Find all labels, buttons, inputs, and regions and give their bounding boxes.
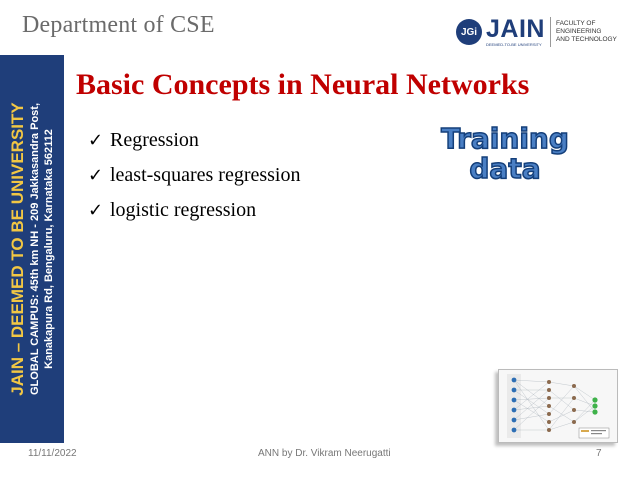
- check-icon: ✓: [88, 130, 104, 151]
- footer-author: ANN by Dr. Vikram Neerugatti: [258, 448, 391, 459]
- bullet-list: ✓ Regression ✓ least-squares regression ✓ l…: [88, 123, 301, 228]
- jain-brand-sub: DEEMED-TO-BE UNIVERSITY: [486, 42, 542, 47]
- sidebar-address-line1: GLOBAL CAMPUS: 45th km NH - 209 Jakkasan…: [29, 103, 41, 395]
- footer-page-number: 7: [596, 448, 602, 459]
- bullet-text: logistic regression: [110, 199, 257, 221]
- university-sidebar: JAIN – DEEMED TO BE UNIVERSITY GLOBAL CA…: [0, 55, 64, 443]
- jgi-badge: JGi: [456, 19, 482, 45]
- bullet-text: Regression: [110, 129, 199, 151]
- jain-wordmark: JAIN DEEMED-TO-BE UNIVERSITY: [486, 15, 545, 48]
- department-title: Department of CSE: [22, 12, 215, 38]
- bullet-item: ✓ least-squares regression: [88, 158, 301, 193]
- sidebar-university-name: JAIN – DEEMED TO BE UNIVERSITY: [8, 102, 27, 396]
- jain-brand: JAIN: [486, 15, 545, 43]
- slide-title: Basic Concepts in Neural Networks: [76, 68, 530, 101]
- callout-line: Training: [440, 122, 569, 155]
- faculty-line: ENGINEERING: [555, 28, 602, 35]
- footer-date: 11/11/2022: [28, 448, 77, 459]
- logo-divider: [549, 17, 551, 47]
- training-data-callout: Training data: [430, 122, 580, 185]
- sidebar-address-line2: Kanakapura Rd, Bengaluru, Karnataka 5621…: [43, 129, 55, 369]
- faculty-label: FACULTY OF ENGINEERING AND TECHNOLOGY: [556, 20, 617, 44]
- sidebar-text: JAIN – DEEMED TO BE UNIVERSITY GLOBAL CA…: [8, 69, 56, 429]
- faculty-line: FACULTY OF: [555, 20, 596, 27]
- neural-network-svg: [499, 370, 617, 442]
- bullet-item: ✓ Regression: [88, 123, 301, 158]
- faculty-line: AND TECHNOLOGY: [555, 36, 617, 43]
- jain-logo: JGi JAIN DEEMED-TO-BE UNIVERSITY FACULTY…: [456, 12, 617, 52]
- neural-network-diagram: [498, 369, 618, 443]
- bullet-item: ✓ logistic regression: [88, 193, 301, 228]
- check-icon: ✓: [88, 165, 104, 186]
- callout-line: data: [469, 152, 542, 185]
- bullet-text: least-squares regression: [110, 164, 301, 186]
- check-icon: ✓: [88, 200, 104, 221]
